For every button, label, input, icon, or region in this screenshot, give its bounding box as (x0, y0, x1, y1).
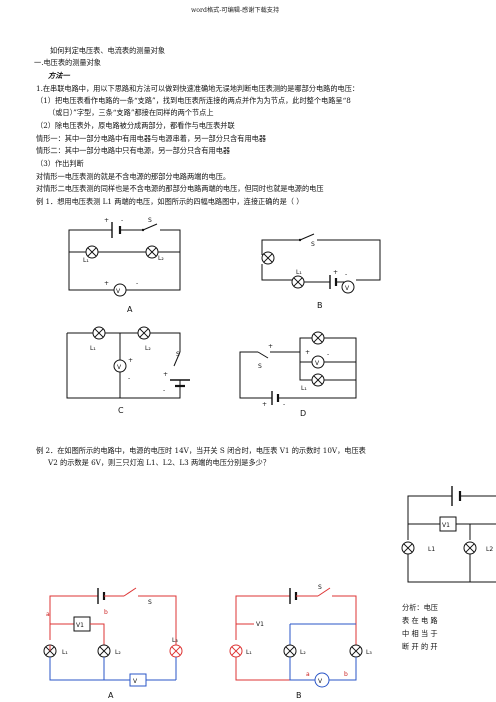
analysis-text: 断 开 的 开 (402, 642, 438, 651)
example1-question: 例 1．想用电压表测 L1 两端的电压，如图所示的四幅电路图中，连接正确的是（ … (36, 197, 304, 206)
plus-sign: + (268, 343, 273, 350)
switch-label: S (311, 241, 315, 248)
voltmeter-label: V (116, 288, 121, 295)
voltmeter-label: V1 (76, 622, 84, 629)
para-line: （1）把电压表看作电路的一条“支路”，找到电压表所连接的两点并作为为节点，此时整… (36, 96, 351, 105)
plus-sign: + (104, 280, 109, 287)
example2-circuit: V1 L1 L2 (401, 486, 496, 583)
switch-label: S (318, 584, 322, 591)
circuit-b: V S L₁ + - B (261, 233, 381, 310)
lamp-icon (145, 245, 159, 259)
switch-label: S (148, 217, 152, 224)
voltmeter-label: V (345, 285, 350, 292)
para-line: 对情形一电压表测的就是不含电源的那部分电路两端的电压。 (36, 172, 231, 181)
node-label: b (344, 671, 348, 678)
para-line: （3）作出判断 (36, 159, 84, 168)
analysis-text: 中 相 当 于 (402, 629, 438, 638)
example2-question: 例 2．在如图所示的电路中，电源的电压时 14V，当开关 S 闭合时，电压表 V… (36, 446, 366, 455)
node-label: a (46, 611, 50, 618)
lamp-label: L1 (428, 546, 435, 553)
lamp-label: L2 (486, 546, 493, 553)
circuit-letter: C (118, 406, 124, 415)
voltmeter-label: V (318, 678, 323, 685)
para-line: 1.在串联电路中，用以下思路和方法可以做到快速准确地无误地判断电压表测的是哪部分… (36, 84, 360, 93)
voltmeter-label: V (315, 360, 320, 367)
lamp-icon (463, 541, 477, 555)
minus-sign: - (345, 271, 347, 278)
node-label: a (306, 671, 310, 678)
example2-question: V2 的示数是 6V，则三只灯泡 L1、L2、L3 两端的电压分别是多少？ (48, 458, 271, 467)
voltmeter-label: V (133, 678, 138, 685)
analysis-text: 分析：电压 (402, 603, 438, 612)
para-line: （2）除电压表外，原电路被分成两部分，都看作与电压表并联 (36, 121, 235, 130)
circuit-letter: B (317, 301, 323, 310)
lamp-icon (283, 644, 297, 658)
lamp-label: L₂ (300, 649, 306, 656)
lamp-icon (137, 326, 151, 340)
voltmeter-icon (341, 280, 355, 294)
lamp-label: L₃ (172, 637, 178, 644)
lamp-label: L₁ (246, 649, 252, 656)
circuit-letter: A (108, 691, 114, 700)
lamp-icon (291, 275, 305, 289)
lamp-label: L₃ (366, 649, 372, 656)
section-heading: 一.电压表的测量对象 (34, 58, 101, 67)
para-line: 情形二：其中一部分电路中只有电源，另一部分只含有用电器 (36, 146, 231, 155)
voltmeter-icon (113, 283, 127, 297)
plus-sign: + (305, 349, 310, 356)
lamp-icon (92, 326, 106, 340)
circuit-letter: D (300, 409, 306, 418)
circuit-letter: A (127, 305, 133, 314)
bottom-circuit-a: V1 V L₁ L₂ L₃ S a b A (43, 587, 183, 700)
switch-label: S (258, 363, 262, 370)
minus-sign: - (121, 217, 123, 224)
plus-sign: + (333, 269, 338, 276)
para-line: 情形一：其中一部分电路中有用电器与电源串着，另一部分只含有用电器 (36, 134, 267, 143)
method-heading: 方法一 (48, 71, 70, 80)
lamp-icon (97, 644, 111, 658)
lamp-icon (401, 541, 415, 555)
circuit-d: V S + + - L₁ + - D (239, 331, 357, 418)
minus-sign: - (283, 401, 285, 408)
lamp-label: L₂ (115, 649, 121, 656)
lamp-icon (261, 251, 275, 265)
minus-sign: - (128, 375, 130, 382)
lamp-label: L₁ (301, 385, 307, 392)
lamp-icon (311, 331, 325, 345)
plus-sign: + (104, 217, 109, 224)
analysis-text: 表 在 电 路 (402, 616, 438, 625)
plus-sign: + (163, 371, 168, 378)
bottom-circuit-b: V1 V L₁ L₂ L₃ S a b B (229, 584, 372, 700)
plus-sign: + (262, 401, 267, 408)
lamp-label: L₁ (90, 345, 96, 352)
lamp-icon (311, 373, 325, 387)
para-line: 对情形二电压表测的同样也是不含电源的那部分电路两端的电压，但同时也就是电源的电压 (36, 184, 324, 193)
voltmeter-icon (129, 673, 147, 687)
voltmeter-label: V1 (442, 522, 450, 529)
voltmeter-label: V1 (256, 621, 264, 628)
lamp-label: L₂ (158, 255, 164, 262)
plus-sign: + (128, 357, 133, 364)
page-header: word格式-可编辑-感谢下载支持 (191, 7, 280, 14)
voltmeter-label: V (117, 364, 122, 371)
minus-sign: - (163, 387, 165, 394)
para-line: （或日）”字型，三条“支路”都接在同样的两个节点上 (48, 108, 214, 117)
circuit-letter: B (296, 691, 302, 700)
lamp-icon (349, 644, 363, 658)
circuit-a: V L₁ L₂ S + - + - A (68, 217, 181, 314)
minus-sign: - (327, 351, 329, 358)
title: 如何判定电压表、电流表的测量对象 (50, 46, 166, 55)
node-label: b (104, 609, 108, 616)
switch-label: S (148, 599, 152, 606)
switch-label: S (176, 351, 180, 358)
lamp-label: L₁ (62, 649, 68, 656)
lamp-label: L₁ (296, 269, 302, 276)
lamp-label: L₂ (145, 345, 151, 352)
circuit-c: V L₁ L₂ S + - + - C (66, 326, 190, 415)
minus-sign: - (136, 280, 138, 287)
lamp-label: L₁ (83, 257, 89, 264)
